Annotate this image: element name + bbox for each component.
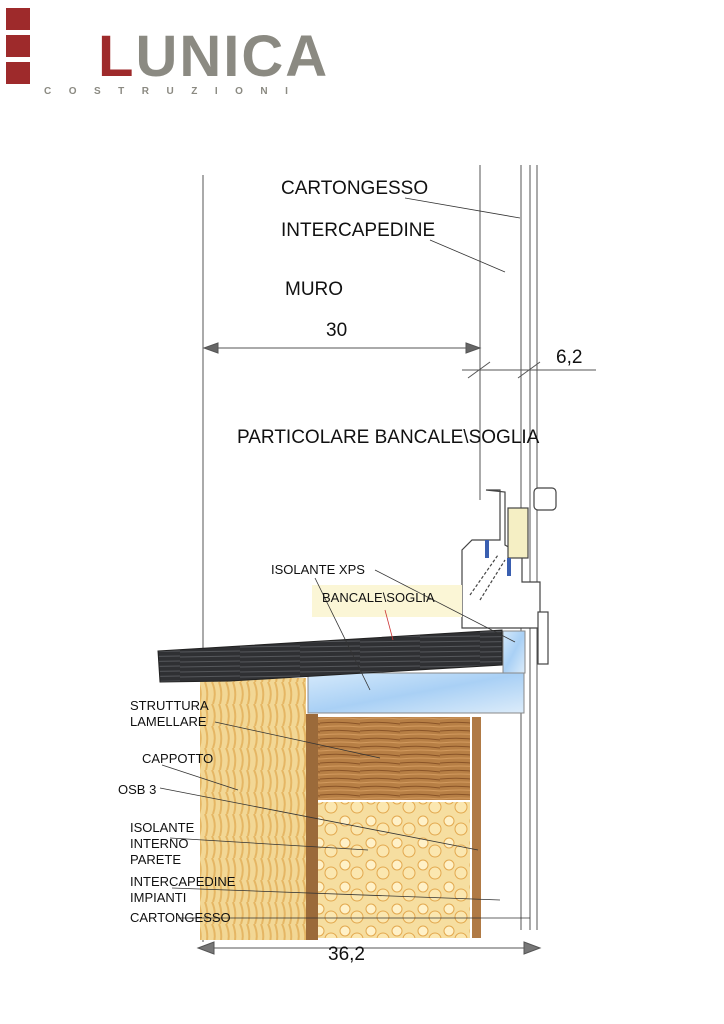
osb-inner-layer <box>472 717 481 938</box>
xps-layer <box>307 672 525 714</box>
leader-lines <box>159 197 530 919</box>
logo-wordmark: LUNICA <box>98 24 330 89</box>
window-frame <box>461 487 557 665</box>
sill <box>157 629 503 683</box>
osb-layer <box>306 714 318 940</box>
drawing-title: PARTICOLARE BANCALE\SOGLIA <box>237 427 540 448</box>
label-isolante-xps: ISOLANTE XPS <box>271 562 365 577</box>
xps-small <box>502 630 526 674</box>
label-bancale-soglia: BANCALE\SOGLIA <box>322 590 435 605</box>
logo-subtitle: COSTRUZIONI <box>44 86 306 97</box>
label-muro: MURO <box>285 279 344 300</box>
dimension-inner <box>462 361 596 379</box>
label-cappotto: CAPPOTTO <box>142 751 214 766</box>
label-cartongesso-top: CARTONGESSO <box>281 178 429 199</box>
isolante-interno-layer <box>318 802 470 938</box>
label-cartongesso: CARTONGESSO <box>130 910 231 925</box>
dimension-total-label: 36,2 <box>328 944 365 965</box>
logo-red-bars <box>6 8 30 84</box>
dimension-total <box>196 941 542 955</box>
dimension-inner-label: 6,2 <box>556 347 583 368</box>
cappotto-layer <box>200 678 306 940</box>
dimension-wall <box>202 342 482 354</box>
lamellare-layer <box>318 717 470 800</box>
dimension-wall-label: 30 <box>326 320 348 341</box>
label-osb: OSB 3 <box>118 782 157 797</box>
label-intercapedine-top: INTERCAPEDINE <box>281 220 436 241</box>
bancale-label-bg <box>312 585 462 617</box>
